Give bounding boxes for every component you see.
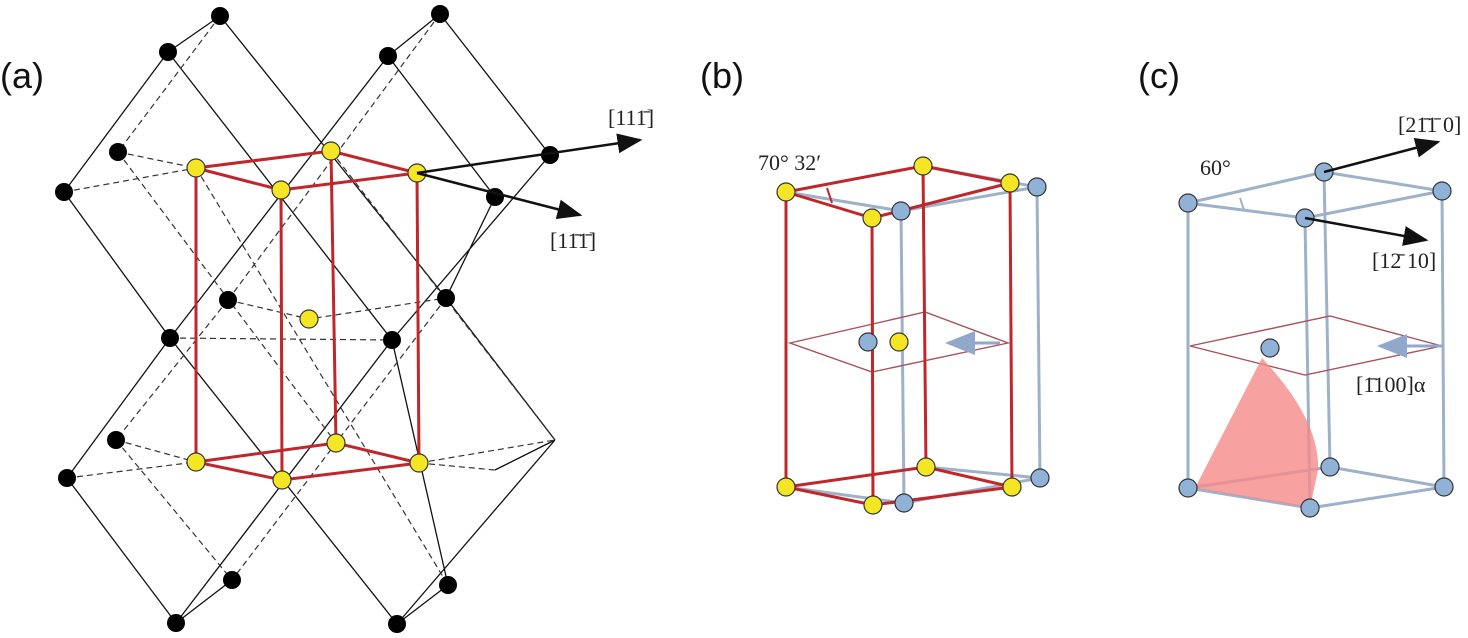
direction-arrow-2: [1304, 216, 1429, 246]
direction-arrow-1: [416, 133, 643, 175]
blue-atoms: [1178, 162, 1454, 518]
angle-label: 60°: [1200, 155, 1231, 180]
panel-c-label: (c): [1138, 55, 1180, 96]
direction-arrow-1: [1323, 138, 1441, 174]
panel-b: (b) 70° 32′: [700, 55, 1050, 515]
direction-label-1: [21̄1̄ 0]: [1398, 112, 1461, 137]
black-atoms: [55, 5, 559, 633]
panel-b-label: (b): [700, 55, 744, 96]
panel-a-label: (a): [0, 55, 44, 96]
cone-shape: [1195, 358, 1319, 508]
panel-c: (c) 60° [21̄1̄ 0] [12̄ 10] [1̄100]α: [1138, 55, 1461, 518]
blue-atoms: [858, 177, 1050, 513]
direction-label-1: [111̄]: [608, 105, 654, 130]
direction-label-2: [11̄1̄]: [550, 228, 596, 253]
angle-label: 70° 32′: [758, 150, 821, 175]
direction-arrow-2: [416, 171, 583, 220]
yellow-atoms: [186, 141, 429, 490]
panel-a: (a) [111̄] [11̄1̄]: [0, 5, 654, 633]
direction-label-2: [12̄ 10]: [1372, 248, 1436, 273]
direction-label-3: [1̄100]α: [1356, 372, 1426, 397]
yellow-atoms: [776, 156, 1022, 515]
